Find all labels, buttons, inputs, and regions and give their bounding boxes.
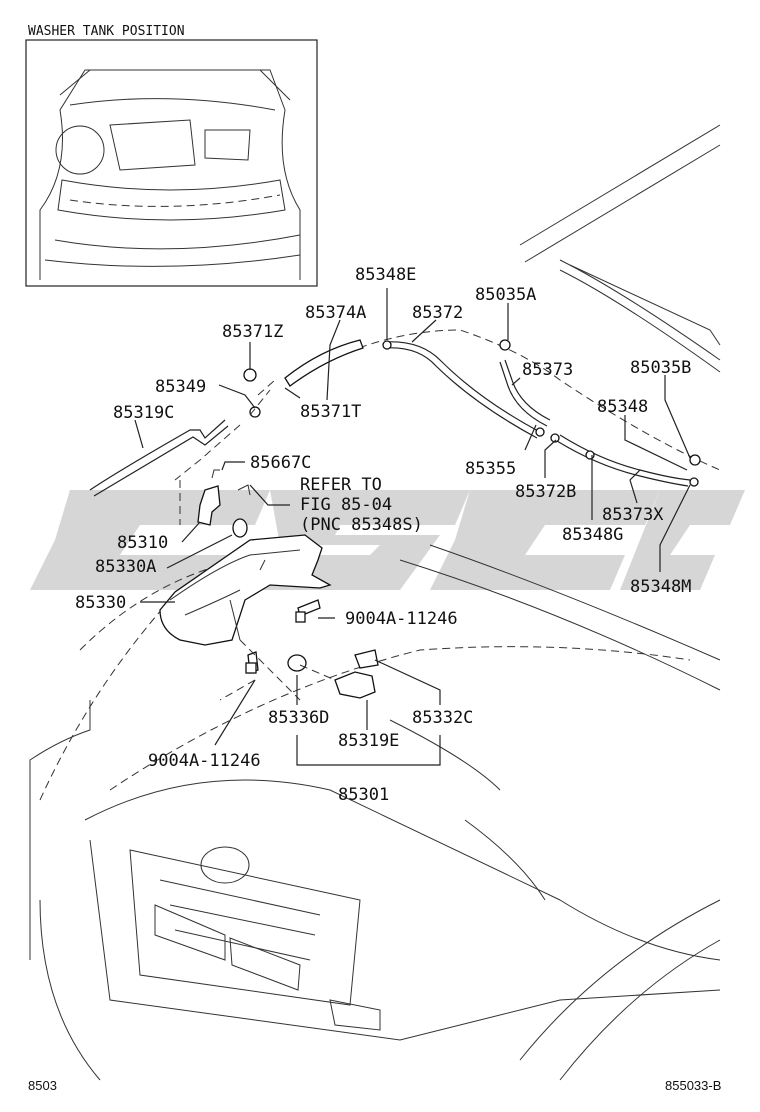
label-refer-fig: FIG 85-04 bbox=[300, 495, 392, 515]
label-85319E: 85319E bbox=[338, 731, 399, 751]
label-85348G: 85348G bbox=[562, 525, 623, 545]
washer-tank-position-inset: WASHER TANK POSITION bbox=[25, 24, 318, 287]
label-85374A: 85374A bbox=[305, 303, 366, 323]
leader-lines bbox=[134, 288, 691, 766]
inset-title: WASHER TANK POSITION bbox=[28, 24, 185, 39]
label-85667C: 85667C bbox=[250, 453, 311, 473]
label-9004A-11246-upper: 9004A-11246 bbox=[345, 609, 458, 629]
footer-figure-code: 855033-B bbox=[665, 1078, 721, 1093]
label-85371T: 85371T bbox=[300, 402, 361, 422]
label-85330A: 85330A bbox=[95, 557, 156, 577]
label-85355: 85355 bbox=[465, 459, 516, 479]
washer-parts bbox=[89, 339, 701, 701]
label-85035A: 85035A bbox=[475, 285, 536, 305]
label-85035B: 85035B bbox=[630, 358, 691, 378]
label-85332C: 85332C bbox=[412, 708, 473, 728]
label-85372B: 85372B bbox=[515, 482, 576, 502]
label-85301: 85301 bbox=[338, 785, 389, 805]
label-refer-to: REFER TO bbox=[300, 475, 382, 495]
footer-page-code: 8503 bbox=[28, 1078, 57, 1093]
label-85348: 85348 bbox=[597, 397, 648, 417]
label-85348M: 85348M bbox=[630, 577, 691, 597]
label-85336D: 85336D bbox=[268, 708, 329, 728]
label-refer-pnc: (PNC 85348S) bbox=[300, 515, 423, 535]
label-85371Z: 85371Z bbox=[222, 322, 283, 342]
label-85330: 85330 bbox=[75, 593, 126, 613]
label-9004A-11246-lower: 9004A-11246 bbox=[148, 751, 261, 771]
label-85373: 85373 bbox=[522, 360, 573, 380]
callout-labels: 85348E 85374A 85372 85035A 85371Z 85373 … bbox=[75, 265, 691, 805]
label-85310: 85310 bbox=[117, 533, 168, 553]
vehicle-outline bbox=[29, 124, 721, 1081]
label-85348E: 85348E bbox=[355, 265, 416, 285]
label-85372: 85372 bbox=[412, 303, 463, 323]
label-85373X: 85373X bbox=[602, 505, 664, 525]
label-85319C: 85319C bbox=[113, 403, 174, 423]
label-85349: 85349 bbox=[155, 377, 206, 397]
